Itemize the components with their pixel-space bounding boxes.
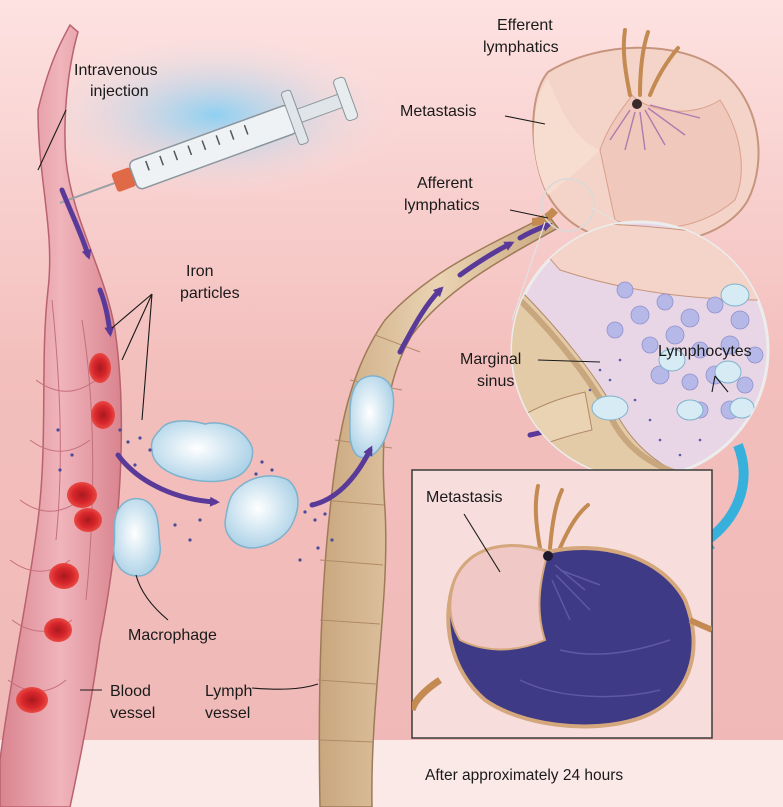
label-afferent: Afferent [417, 175, 473, 192]
label-lymph-vessel: vessel [205, 705, 250, 722]
inset-caption: After approximately 24 hours [425, 767, 623, 784]
label-iron: Iron [186, 263, 214, 280]
label-injection: injection [90, 83, 149, 100]
inset-box [412, 470, 712, 738]
label-intravenous: Intravenous [74, 62, 158, 79]
label-metastasis-inset: Metastasis [426, 489, 502, 506]
label-metastasis-top: Metastasis [400, 103, 476, 120]
label-marginal-sinus: sinus [477, 373, 514, 390]
label-lymph: Lymph [205, 683, 252, 700]
label-efferent-lymphatics: lymphatics [483, 39, 559, 56]
label-blood: Blood [110, 683, 151, 700]
label-efferent: Efferent [497, 17, 553, 34]
label-blood-vessel: vessel [110, 705, 155, 722]
label-afferent-lymphatics: lymphatics [404, 197, 480, 214]
label-marginal: Marginal [460, 351, 521, 368]
label-iron-particles: particles [180, 285, 240, 302]
bottom-white-band [0, 740, 783, 807]
label-lymphocytes: Lymphocytes [658, 343, 752, 360]
label-macrophage: Macrophage [128, 627, 217, 644]
